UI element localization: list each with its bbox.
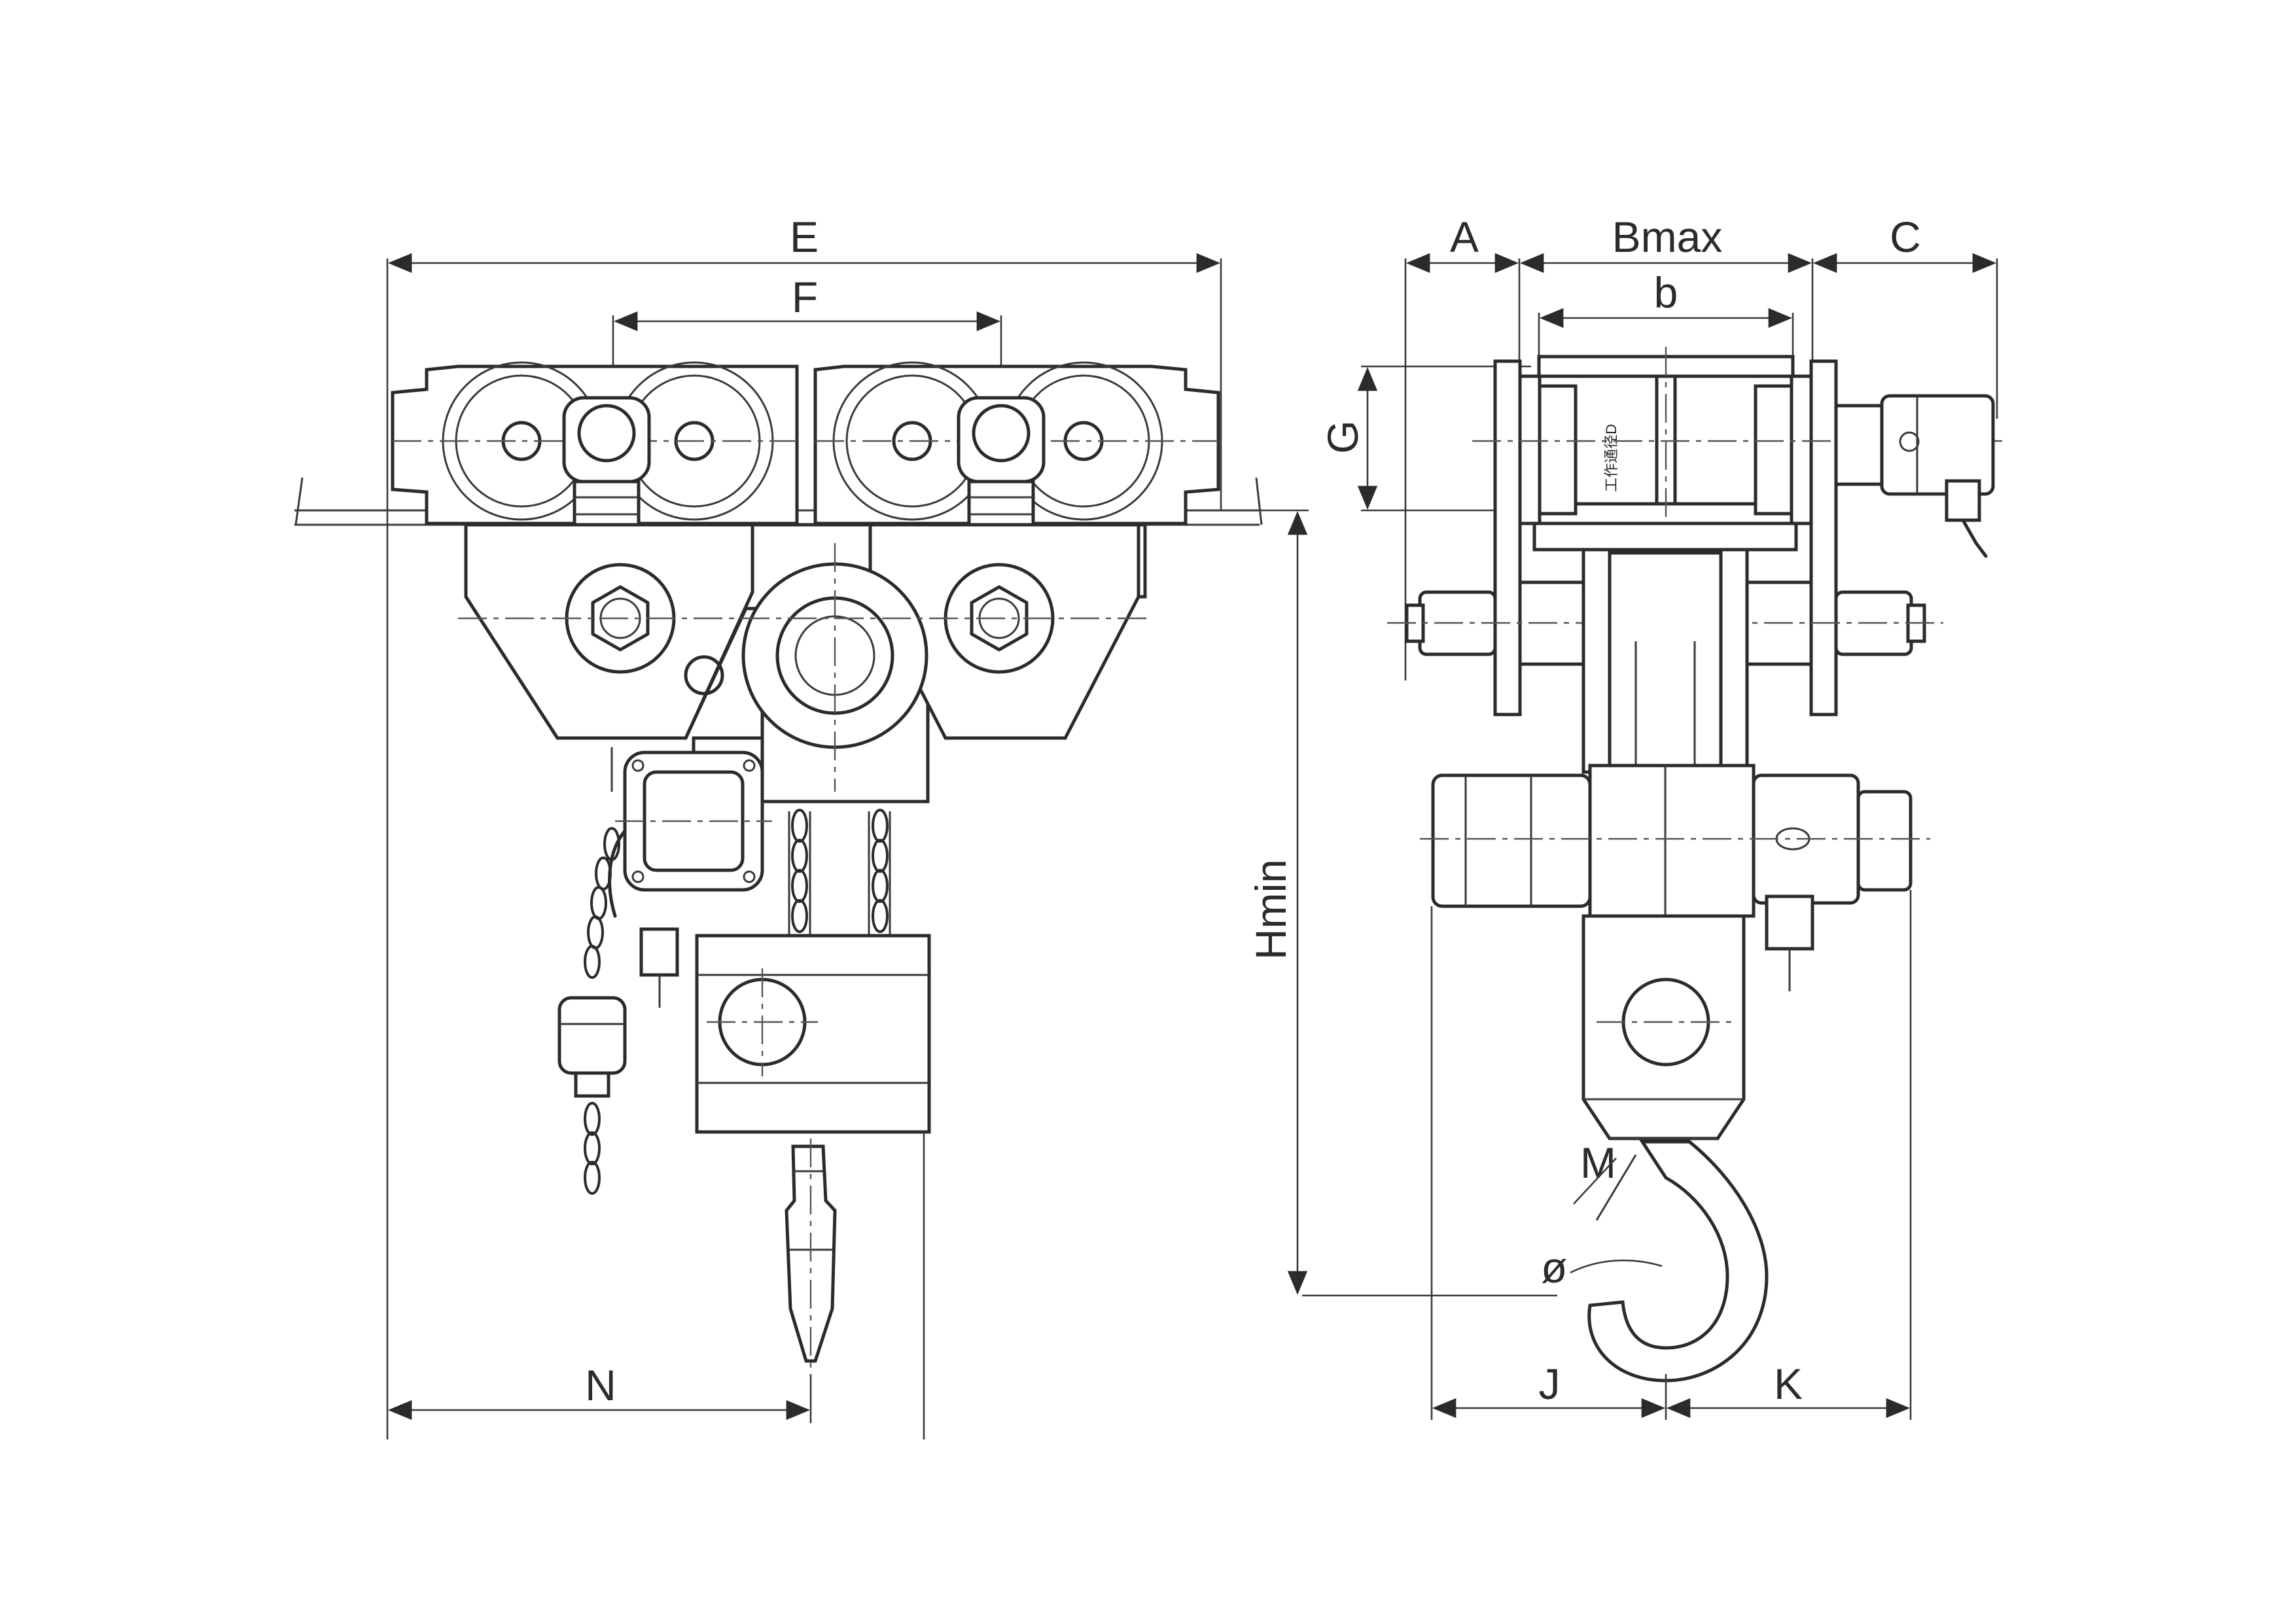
right-travel-motor [957,396,1046,561]
dimension-E: E [386,213,1222,1439]
dimension-Hmin: Hmin [1246,509,1557,1297]
dimension-Hmin-label: Hmin [1246,859,1295,960]
dimension-C-label: C [1890,213,1921,261]
dimension-A-label: A [1450,213,1479,261]
hoist-gearbox [610,747,772,892]
hook-dimensions: M ø [1541,1139,1663,1292]
side-view: A Bmax C b G [1318,213,2002,1420]
front-hook [785,1139,837,1374]
pendant-control [557,827,679,1195]
hoist-motor-body [1420,764,1930,991]
load-chains [788,809,891,936]
dimension-A: A [1404,213,1519,680]
central-frame [1532,521,1798,774]
trolley-side-plates [1472,359,2002,716]
dimension-C: C [1812,213,1998,419]
dimension-F-label: F [792,273,818,321]
dimension-G-label: G [1318,420,1367,453]
dimension-F: F [612,273,1002,386]
dimension-Bmax-label: Bmax [1612,213,1723,261]
dimension-M-label: M [1580,1139,1616,1187]
dimension-K-label: K [1774,1360,1803,1408]
dimension-b: b [1538,268,1794,360]
dimension-N-label: N [585,1361,616,1409]
dimension-K: K [1666,890,1912,1420]
dimension-J-label: J [1539,1360,1561,1408]
dimension-phi-label: ø [1541,1243,1567,1292]
side-hook [1587,1140,1769,1383]
beam-marking: 工作通径D [1603,424,1619,492]
front-view: E F [294,213,1557,1439]
trolley-lower-body [458,523,1152,803]
dimension-N: N [387,1132,925,1439]
dimension-E-label: E [790,213,819,261]
dimension-G: G [1318,365,1531,512]
dimension-b-label: b [1654,268,1678,317]
side-hook-block [1581,914,1746,1140]
bottom-hook-block [695,934,931,1134]
dimension-J: J [1430,906,1667,1420]
dimension-Bmax: Bmax [1518,213,1814,366]
side-travel-motor [1834,394,1995,558]
